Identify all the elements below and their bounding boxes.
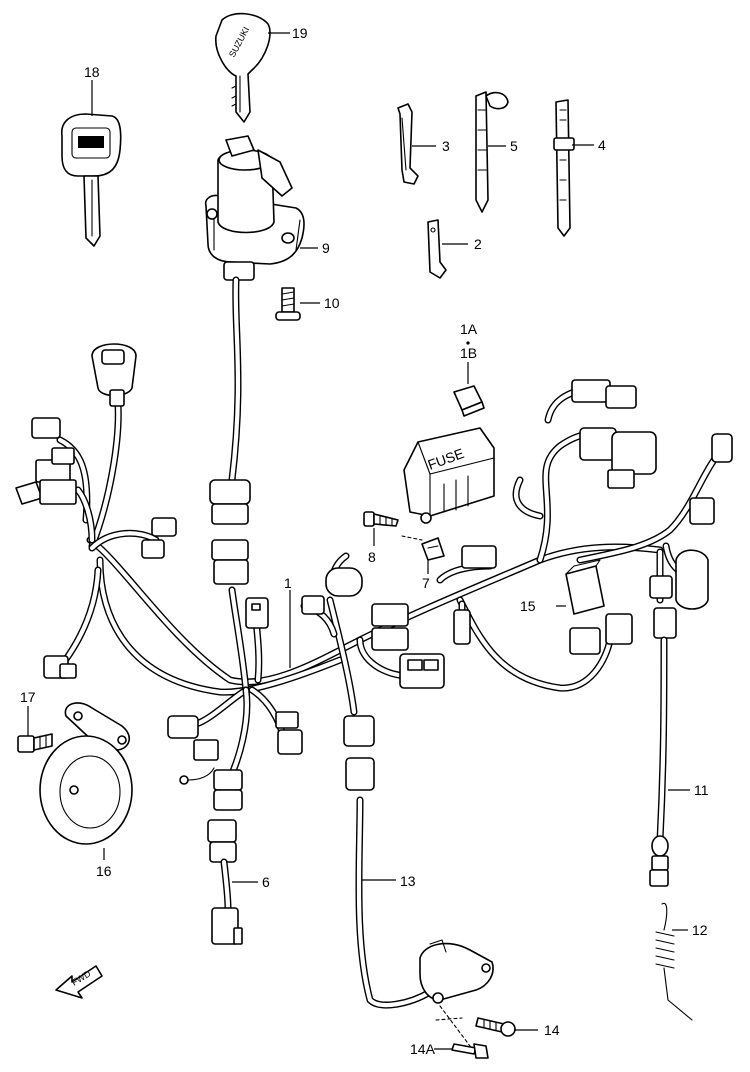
callout-16: 16 xyxy=(96,863,112,879)
key-18 xyxy=(61,113,122,247)
callout-18: 18 xyxy=(84,64,100,80)
callout-9: 9 xyxy=(322,240,330,256)
callout-5: 5 xyxy=(510,138,518,154)
horn-16 xyxy=(39,702,133,845)
ignition-key-19: SUZUKI xyxy=(215,12,271,123)
ignition-switch-9 xyxy=(204,135,305,281)
fwd-arrow: FWD xyxy=(55,965,103,999)
main-wire-harness-1 xyxy=(56,276,718,790)
callout-19: 19 xyxy=(292,25,308,41)
callout-14A: 14A xyxy=(410,1041,436,1057)
clip-7 xyxy=(421,537,445,561)
spring-12 xyxy=(655,902,693,1021)
callout-17: 17 xyxy=(20,689,36,705)
screw-8 xyxy=(363,511,399,527)
screw-14 xyxy=(475,1017,516,1037)
sensor-13 xyxy=(343,715,494,1009)
callout-6: 6 xyxy=(262,874,270,890)
callout-15: 15 xyxy=(520,598,536,614)
clamp-2 xyxy=(427,219,447,279)
cable-tie-4 xyxy=(553,99,575,237)
callout-2: 2 xyxy=(474,236,482,252)
bolt-17 xyxy=(17,733,53,753)
harness-connectors xyxy=(15,343,733,811)
callout-1B: 1B xyxy=(460,345,477,361)
callout-8: 8 xyxy=(368,549,376,565)
callout-3: 3 xyxy=(442,138,450,154)
screw-10 xyxy=(275,287,301,321)
fuse-box: FUSE xyxy=(403,427,495,524)
callout-1A: 1A xyxy=(460,321,478,337)
callout-7: 7 xyxy=(422,575,430,591)
band-clamp-5 xyxy=(475,91,509,213)
callout-14: 14 xyxy=(544,1022,560,1038)
screw-14A xyxy=(451,1043,489,1059)
callout-1: 1 xyxy=(284,575,292,591)
callout-13: 13 xyxy=(400,873,416,889)
callout-4: 4 xyxy=(598,137,606,153)
sensor-lead-11 xyxy=(649,636,669,887)
sub-wire-harness-6 xyxy=(207,819,243,945)
spare-fuse-1A-1B xyxy=(453,385,485,417)
clamp-3 xyxy=(397,103,419,185)
callout-12: 12 xyxy=(692,922,708,938)
callout-11: 11 xyxy=(694,782,709,798)
callout-10: 10 xyxy=(324,295,340,311)
